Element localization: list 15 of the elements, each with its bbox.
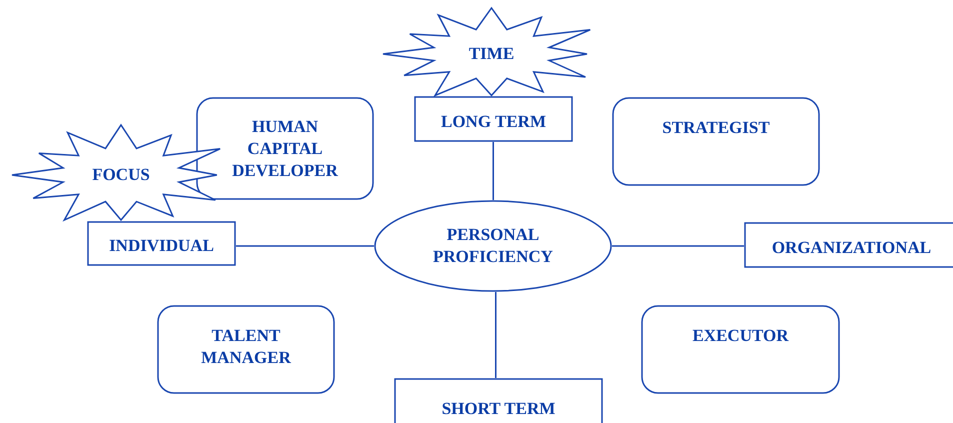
connector-line [236,245,374,247]
connector-line [495,292,496,378]
node-label: EXECUTOR [691,325,790,347]
connector-line [612,245,744,247]
node-label: FOCUS [91,164,151,186]
node-label: TALENT MANAGER [200,325,292,369]
connector-line [492,142,494,200]
node-label: HUMAN CAPITAL DEVELOPER [231,116,339,182]
node-label: INDIVIDUAL [108,235,215,257]
node-label: ORGANIZATIONAL [770,237,932,259]
node-label: TIME [468,43,516,65]
node-label: LONG TERM [440,111,547,133]
node-label: STRATEGIST [661,117,771,139]
node-label: PERSONAL PROFICIENCY [432,224,554,268]
node-label: SHORT TERM [440,398,556,420]
